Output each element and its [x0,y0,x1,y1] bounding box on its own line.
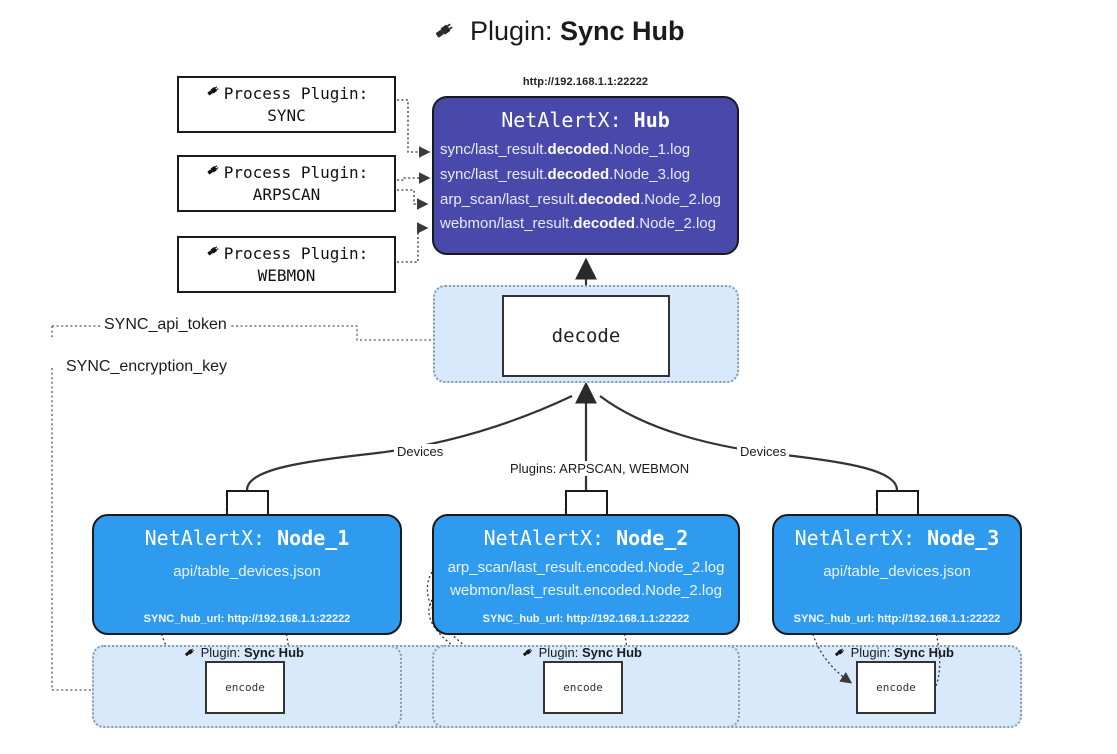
hub-url-label: http://192.168.1.1:22222 [522,76,649,88]
encoder-label-name: Sync Hub [244,645,304,660]
plug-icon [521,645,539,660]
node-hub-url: SYNC_hub_url: http://192.168.1.1:22222 [143,613,351,625]
hub-log-pre: sync/last_result. [440,141,548,158]
encoder-label-name: Sync Hub [582,645,642,660]
hub-title: NetAlertX: Hub [434,108,737,132]
hub-log-pre: webmon/last_result. [440,215,574,233]
hub-log-mid: decoded [547,165,610,183]
node-log-line: arp_scan/last_result.encoded.Node_2.log [447,559,725,576]
encoder-label-prefix: Plugin: [850,645,894,660]
edge-label-devices-left: Devices [394,444,447,459]
encode-box-3[interactable]: encode [856,661,936,714]
process-plugin-label: Process Plugin: [223,162,369,182]
page-title: Plugin: Sync Hub [0,16,1117,50]
node-3[interactable]: NetAlertX: Node_3 api/table_devices.json… [772,514,1022,635]
plug-icon [833,645,851,660]
node-log-list: api/table_devices.json [774,560,1020,583]
encoder-plugin-label-3: Plugin: Sync Hub [833,645,954,660]
encoder-label-prefix: Plugin: [200,645,244,660]
node-title-prefix: NetAlertX: [794,526,928,550]
encode-box-1[interactable]: encode [205,661,285,714]
hub-log-pre: arp_scan/last_result. [440,190,579,208]
hub-log-post: .Node_2.log [635,215,716,233]
process-plugin-name: ARPSCAN [252,185,321,204]
process-plugin-sync[interactable]: Process Plugin: SYNC [177,76,396,133]
process-plugin-name: SYNC [267,106,306,125]
hub-log-pre: sync/last_result. [440,165,548,183]
node-log-line: webmon/last_result.encoded.Node_2.log [450,582,722,600]
secret-label-encryption-key: SYNC_encryption_key [62,358,231,376]
edge-label-plugins: Plugins: ARPSCAN, WEBMON [507,461,693,476]
node-title-prefix: NetAlertX: [144,526,278,550]
hub-title-prefix: NetAlertX: [501,108,634,132]
encoder-container-1 [92,645,402,728]
node-2[interactable]: NetAlertX: Node_2 arp_scan/last_result.e… [432,514,740,635]
node-log-list: arp_scan/last_result.encoded.Node_2.log … [434,556,738,603]
node-hub-url: SYNC_hub_url: http://192.168.1.1:22222 [482,613,690,625]
hub-log-mid: decoded [573,215,636,233]
node-log-list: api/table_devices.json [94,560,400,583]
encoder-label-name: Sync Hub [894,645,954,660]
hub-log-post: .Node_2.log [640,190,721,208]
node-title-name: Node_1 [277,526,350,550]
node-hub-url: SYNC_hub_url: http://192.168.1.1:22222 [793,613,1001,625]
hub-log-post: .Node_3.log [609,165,691,183]
hub-log-mid: decoded [578,190,641,208]
page-title-name: Sync Hub [560,16,685,46]
node-title: NetAlertX: Node_2 [434,526,738,550]
plug-icon [432,17,458,50]
node-title-prefix: NetAlertX: [483,526,617,550]
hub-log-line: sync/last_result.decoded.Node_3.log [434,163,737,188]
hub-log-line: webmon/last_result.decoded.Node_2.log [434,212,737,237]
plug-icon [205,161,222,184]
plug-icon [183,645,201,660]
hub-log-line: sync/last_result.decoded.Node_1.log [434,138,737,163]
plug-icon [205,82,222,105]
process-plugin-arpscan[interactable]: Process Plugin: ARPSCAN [177,155,396,212]
node-1[interactable]: NetAlertX: Node_1 api/table_devices.json… [92,514,402,635]
hub-log-list: sync/last_result.decoded.Node_1.log sync… [434,138,737,237]
decode-box[interactable]: decode [502,295,670,377]
process-plugin-webmon[interactable]: Process Plugin: WEBMON [177,236,396,293]
encoder-label-prefix: Plugin: [538,645,582,660]
edge-label-devices-right: Devices [737,444,790,459]
hub-title-name: Hub [633,108,670,132]
hub-log-mid: decoded [547,141,610,158]
encoder-plugin-label-1: Plugin: Sync Hub [183,645,304,660]
secret-label-api-token: SYNC_api_token [100,316,231,334]
process-plugin-name: WEBMON [257,266,316,285]
hub-log-line: arp_scan/last_result.decoded.Node_2.log [434,188,737,213]
hub-node[interactable]: NetAlertX: Hub sync/last_result.decoded.… [432,96,739,255]
plug-icon [205,242,222,265]
node-title-name: Node_3 [927,526,1000,550]
node-log-line: api/table_devices.json [173,563,321,580]
encode-box-2[interactable]: encode [543,661,623,714]
encoder-plugin-label-2: Plugin: Sync Hub [521,645,642,660]
node-title: NetAlertX: Node_1 [94,526,400,550]
page-title-prefix: Plugin: [469,16,561,46]
node-title-name: Node_2 [616,526,689,550]
hub-log-post: .Node_1.log [609,141,691,158]
node-log-line: api/table_devices.json [823,563,971,580]
process-plugin-label: Process Plugin: [223,243,369,263]
node-title: NetAlertX: Node_3 [774,526,1020,550]
process-plugin-label: Process Plugin: [223,83,369,103]
